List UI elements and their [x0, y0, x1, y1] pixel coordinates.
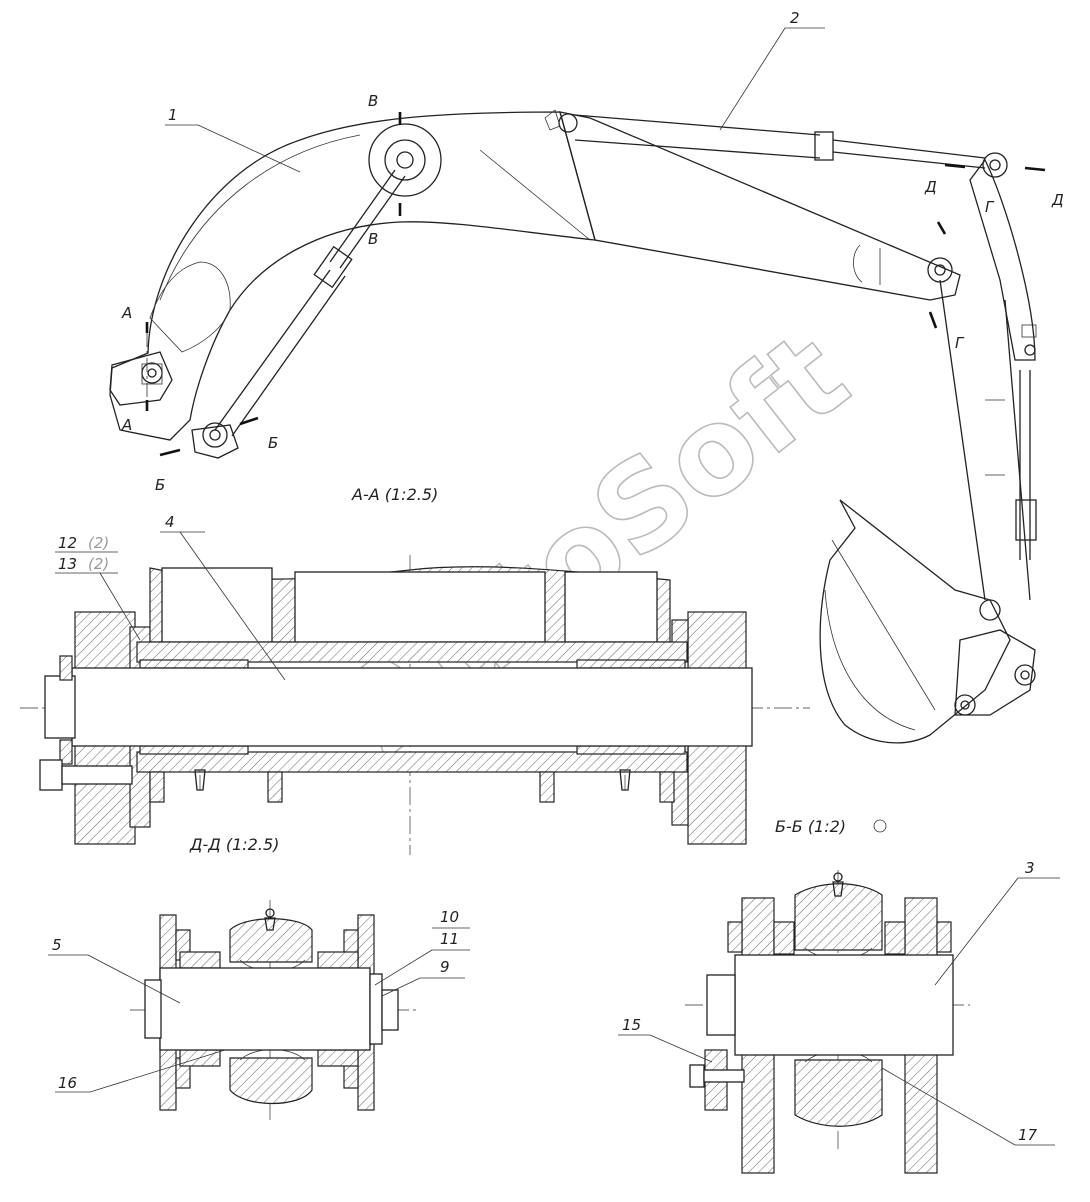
bucket-linkage	[939, 152, 1037, 601]
part-label-13: 13	[58, 555, 77, 573]
view-title-aa: А-А (1:2.5)	[351, 485, 438, 504]
boom-assembly-view: А А Б Б В В Г Г Д Д 1 2	[109, 9, 1064, 744]
section-mark-d-left: Д	[924, 178, 937, 196]
part-label-11: 11	[440, 930, 459, 948]
bucket	[819, 499, 1036, 744]
boom-cylinder	[202, 169, 406, 448]
section-mark-g-top: Г	[985, 198, 995, 216]
section-mark-d-right: Д	[1051, 191, 1064, 209]
section-mark-v-top: В	[368, 92, 378, 110]
pin-aa	[71, 667, 753, 747]
part-label-12: 12	[58, 534, 77, 552]
cylinder-foot-bracket	[191, 424, 239, 459]
part-label-16: 16	[58, 1074, 77, 1092]
part-label-3: 3	[1025, 859, 1035, 877]
section-aa-view: А-А (1:2.5)	[20, 485, 810, 855]
section-mark-b-bottom: Б	[155, 476, 165, 494]
stick-outline	[559, 111, 961, 301]
boom-foot-bracket	[109, 351, 173, 406]
boom-outline	[109, 111, 596, 441]
part-label-1: 1	[168, 106, 178, 124]
pin-bb	[734, 954, 954, 1056]
part-label-10: 10	[440, 908, 459, 926]
section-mark-a-top: А	[121, 304, 132, 322]
part-label-15: 15	[622, 1016, 641, 1034]
pin-dd	[159, 967, 371, 1051]
section-mark-v-bottom: В	[368, 230, 378, 248]
boom-pivot-eye	[368, 123, 442, 197]
view-title-bb: Б-Б (1:2)	[775, 817, 846, 836]
part-label-4: 4	[165, 513, 175, 531]
boom-window	[149, 261, 231, 353]
section-cut-marks	[145, 112, 1046, 457]
part-label-17: 17	[1018, 1126, 1038, 1144]
part-label-5: 5	[52, 936, 62, 954]
section-mark-a-bottom: А	[121, 416, 132, 434]
part-label-9: 9	[440, 958, 450, 976]
section-dd-view: Д-Д (1:2.5) 5 10 11	[48, 835, 470, 1120]
part-qty-13: (2)	[88, 555, 109, 573]
part-label-2: 2	[790, 9, 800, 27]
bb-view-mark-icon	[873, 819, 887, 833]
view-title-dd: Д-Д (1:2.5)	[189, 835, 279, 854]
boom-inner-line	[159, 134, 361, 301]
section-mark-g-bottom: Г	[955, 334, 965, 352]
section-mark-b-right: Б	[268, 434, 278, 452]
arm-cylinder	[574, 114, 986, 169]
part-qty-12: (2)	[88, 534, 109, 552]
section-bb-view: Б-Б (1:2) 3 15 17	[618, 817, 1060, 1174]
